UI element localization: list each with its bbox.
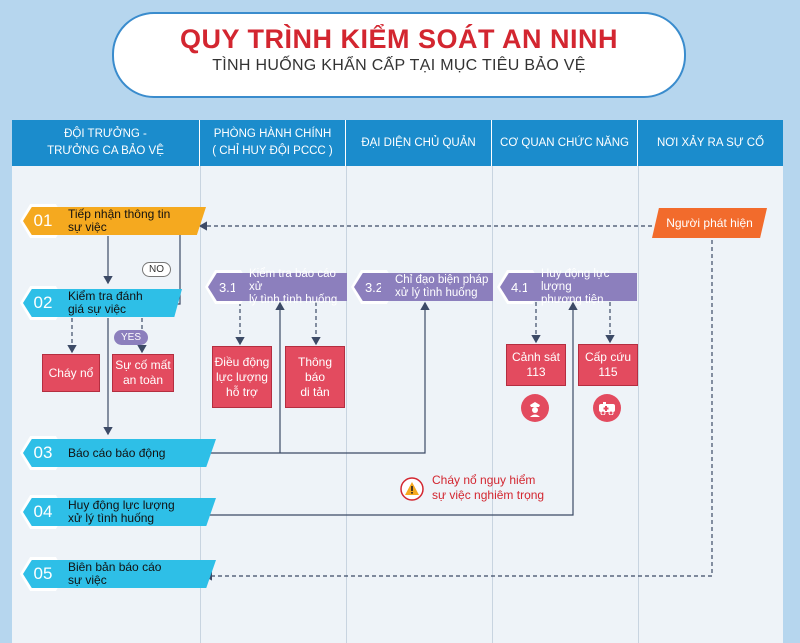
lane-header-phong-hanh-chinh: PHÒNG HÀNH CHÍNH( CHỈ HUY ĐỘI PCCC ) <box>200 120 346 166</box>
step-03: 03 Báo cáo báo động <box>20 436 216 470</box>
lane-divider <box>200 166 201 643</box>
page-subtitle: TÌNH HUỐNG KHẨN CẤP TẠI MỤC TIÊU BẢO VỆ <box>212 57 586 74</box>
step-label: Báo cáo báo động <box>54 439 216 467</box>
lane-header-co-quan: CƠ QUAN CHỨC NĂNG <box>492 120 638 166</box>
no-label: NO <box>142 262 171 277</box>
yes-label: YES <box>114 330 149 345</box>
box-chay-no: Cháy nổ <box>42 354 100 392</box>
reporter-box: Người phát hiện <box>652 208 767 238</box>
lane-header-noi-xay-ra: NƠI XẢY RA SỰ CỐ <box>638 120 783 166</box>
lane-header-doi-truong: ĐỘI TRƯỞNG -TRƯỞNG CA BẢO VỆ <box>12 120 200 166</box>
page-title: QUY TRÌNH KIỂM SOÁT AN NINH <box>179 24 618 54</box>
ambulance-icon <box>593 394 621 422</box>
warning-icon <box>400 477 424 506</box>
police-icon <box>521 394 549 422</box>
lane-header-dai-dien: ĐẠI DIỆN CHỦ QUẢN <box>346 120 492 166</box>
title-banner: QUY TRÌNH KIỂM SOÁT AN NINH TÌNH HUỐNG K… <box>112 12 686 98</box>
lane-divider <box>638 166 639 643</box>
lane-divider <box>346 166 347 643</box>
lane-divider <box>492 166 493 643</box>
